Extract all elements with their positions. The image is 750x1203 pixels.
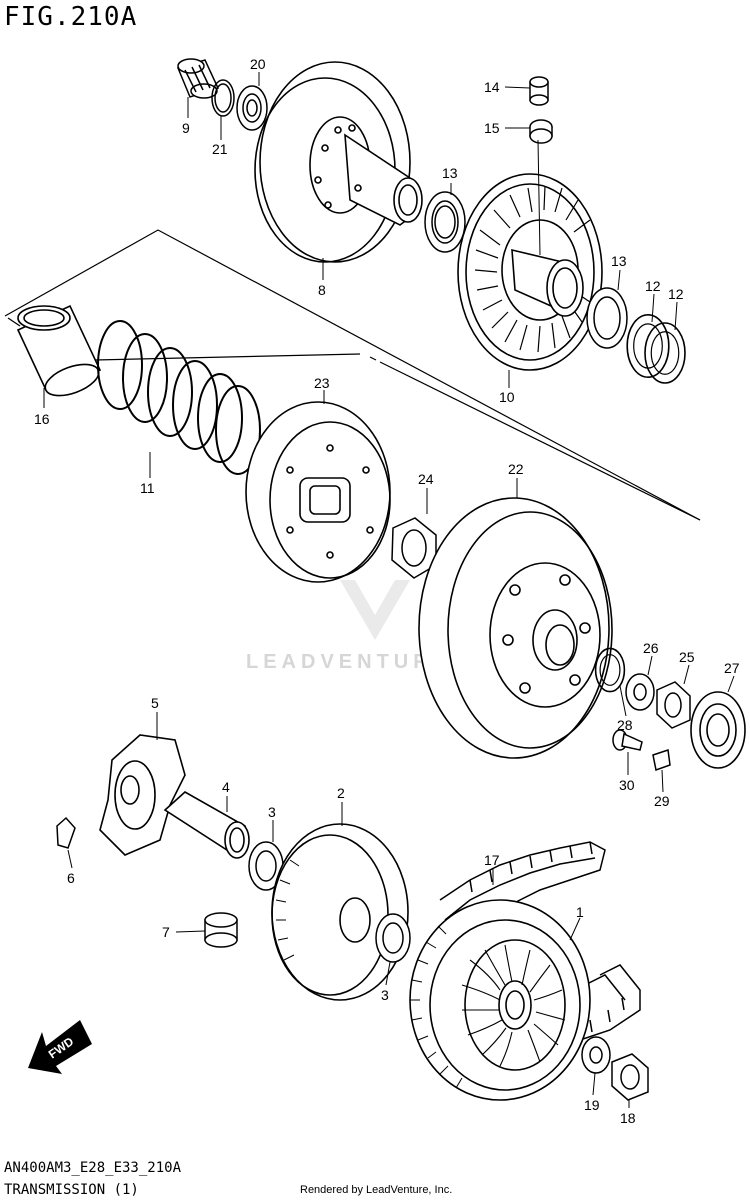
part-seal-13-upper [425,192,465,252]
part-nut-25 [657,682,690,728]
part-fixed-sheave-8 [255,62,422,262]
callout-4: 4 [222,779,230,795]
part-plate-29 [653,750,670,770]
part-washer-26 [626,674,654,710]
part-movable-sheave-10 [458,140,602,370]
part-seal-3-right [376,914,410,962]
part-bearing-27 [691,692,745,768]
watermark-text: LEADVENTURE [246,651,452,673]
callout-25: 25 [679,649,695,665]
callout-9: 9 [182,120,190,136]
part-cam-5 [100,735,185,855]
callout-11: 11 [140,480,155,496]
callout-27: 27 [724,660,740,676]
callout-18: 18 [620,1110,636,1126]
watermark-logo [340,580,410,640]
callout-5: 5 [151,695,159,711]
part-seal-3-left [249,842,283,890]
callout-24: 24 [418,471,434,487]
part-seal-13-lower [587,288,627,348]
callout-7: 7 [162,924,170,940]
callout-3-left: 3 [268,804,276,820]
callout-17: 17 [484,852,500,868]
render-credit: Rendered by LeadVenture, Inc. [300,1184,453,1196]
figure-code: AN400AM3_E28_E33_210A [4,1160,182,1176]
part-screw-30 [613,730,642,750]
callout-16: 16 [34,411,50,427]
part-nut-18 [612,1054,648,1100]
callout-3-right: 3 [381,987,389,1003]
part-needle-bearing-9 [178,59,218,98]
callout-12a: 12 [645,278,661,294]
callout-29: 29 [654,793,670,809]
figure-name: TRANSMISSION (1) [4,1182,139,1198]
callout-14: 14 [484,79,500,95]
callout-8: 8 [318,282,326,298]
callout-labels: 9 21 20 14 15 13 8 13 12 12 10 16 23 11 … [34,56,740,1126]
callout-28: 28 [617,717,633,733]
callout-15: 15 [484,120,500,136]
part-bearing-20 [237,86,267,130]
callout-23: 23 [314,375,330,391]
part-sleeve-16 [18,306,103,402]
part-cap-14 [530,77,548,105]
callout-2: 2 [337,785,345,801]
callout-20: 20 [250,56,266,72]
fwd-arrow-icon: FWD [28,1020,92,1074]
leader-lines [44,72,734,1108]
part-driven-sheave-1 [410,900,590,1100]
callout-22: 22 [508,461,524,477]
part-collar-15 [530,120,552,143]
part-clutch-shoe-23 [246,402,390,582]
callout-10: 10 [499,389,515,405]
part-sheave-2 [272,824,408,1000]
callout-30: 30 [619,777,635,793]
callout-13-upper: 13 [442,165,458,181]
part-circlip-21 [212,80,234,116]
callout-1: 1 [576,904,584,920]
callout-21: 21 [212,141,228,157]
part-clip-6 [57,818,75,848]
part-o-ring-12b [644,322,686,384]
part-nut-24 [392,518,436,578]
callout-13-lower: 13 [611,253,627,269]
part-collar-7 [205,913,237,947]
part-clutch-housing-22 [419,498,612,758]
part-spring-11 [98,321,260,474]
assembly-outline [5,230,700,520]
callout-6: 6 [67,870,75,886]
callout-19: 19 [584,1097,600,1113]
part-o-ring-28 [594,647,626,693]
callout-26: 26 [643,640,659,656]
figure-title: FIG.210A [4,2,138,32]
part-bushing-4 [165,792,249,858]
callout-12b: 12 [668,286,684,302]
part-washer-19 [582,1037,610,1073]
